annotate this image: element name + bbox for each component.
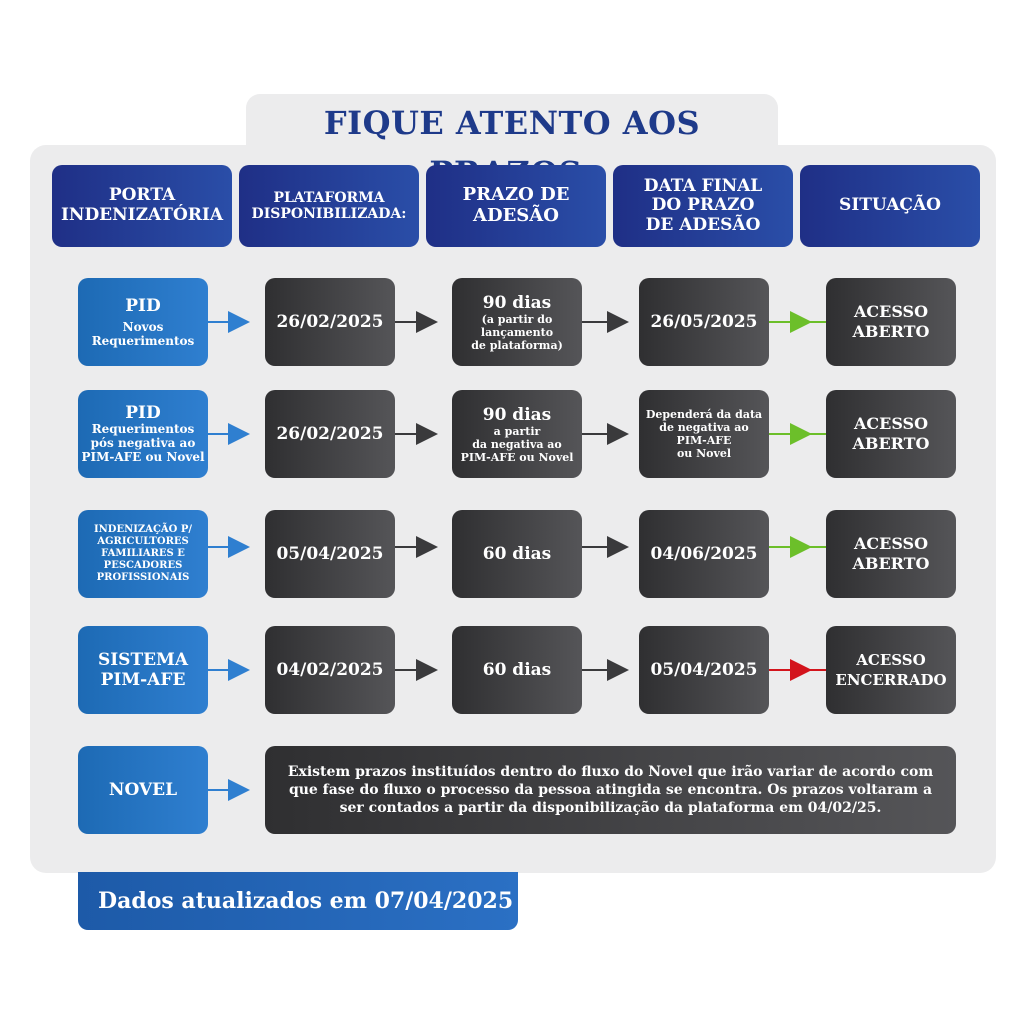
row-label-sistema-pim-afe: SISTEMA PIM-AFE (78, 626, 208, 714)
header-prazo-de-adesao: PRAZO DE ADESÃO (426, 165, 606, 247)
final-date: 26/05/2025 (639, 278, 769, 366)
arrow-right-icon (607, 536, 629, 558)
status-arrow-icon (790, 536, 812, 558)
arrow-right-icon (607, 423, 629, 445)
arrow-right-icon (607, 659, 629, 681)
arrow-right-icon (416, 423, 438, 445)
status-badge: ACESSO ABERTO (826, 390, 956, 478)
connector (395, 546, 425, 548)
status-arrow-icon (790, 659, 812, 681)
connector (582, 321, 612, 323)
status-badge: ACESSO ABERTO (826, 278, 956, 366)
connector (395, 669, 425, 671)
updated-date-banner: Dados atualizados em 07/04/2025 (78, 872, 518, 930)
connector (208, 669, 232, 671)
deadline-main: 90 dias (482, 292, 552, 313)
deadline-box: 60 dias (452, 626, 582, 714)
connector (208, 433, 232, 435)
row-label-main: PID (125, 403, 161, 423)
page-title: FIQUE ATENTO AOS PRAZOS: (323, 104, 701, 192)
deadline-note: (a partir do lançamento de plataforma) (471, 312, 563, 352)
deadline-main: 60 dias (482, 544, 552, 564)
connector (208, 546, 232, 548)
deadline-box: 90 dias a partir da negativa ao PIM-AFE … (452, 390, 582, 478)
arrow-right-icon (228, 536, 250, 558)
arrow-right-icon (228, 423, 250, 445)
deadline-box: 90 dias (a partir do lançamento de plata… (452, 278, 582, 366)
row-label-main: PID (125, 296, 161, 316)
arrow-right-icon (416, 311, 438, 333)
connector (582, 669, 612, 671)
connector (208, 321, 232, 323)
final-date: Dependerá da data de negativa ao PIM-AFE… (639, 390, 769, 478)
connector (582, 433, 612, 435)
header-situacao: SITUAÇÃO (800, 165, 980, 247)
row-label-pid-novos: PID Novos Requerimentos (78, 278, 208, 366)
arrow-right-icon (416, 659, 438, 681)
row-label-novel: NOVEL (78, 746, 208, 834)
header-plataforma-disponibilizada: PLATAFORMA DISPONIBILIZADA: (239, 165, 419, 247)
deadline-main: 60 dias (482, 660, 552, 680)
final-date: 04/06/2025 (639, 510, 769, 598)
connector (395, 433, 425, 435)
status-badge: ACESSO ENCERRADO (826, 626, 956, 714)
connector (582, 546, 612, 548)
row-label-pid-pos-negativa: PID Requerimentos pós negativa ao PIM-AF… (78, 390, 208, 478)
arrow-right-icon (228, 311, 250, 333)
row-label-main: NOVEL (108, 780, 178, 800)
deadline-main: 90 dias (482, 404, 552, 425)
status-badge: ACESSO ABERTO (826, 510, 956, 598)
arrow-right-icon (607, 311, 629, 333)
arrow-right-icon (228, 659, 250, 681)
row-label-main: SISTEMA PIM-AFE (97, 650, 189, 690)
arrow-right-icon (416, 536, 438, 558)
connector (208, 789, 232, 791)
arrow-right-icon (228, 779, 250, 801)
novel-info-box: Existem prazos instituídos dentro do flu… (265, 746, 956, 834)
row-label-agricultores: INDENIZAÇÃO P/ AGRICULTORES FAMILIARES E… (78, 510, 208, 598)
row-label-sub: Novos Requerimentos (91, 320, 195, 348)
platform-date: 26/02/2025 (265, 390, 395, 478)
row-label-sub: INDENIZAÇÃO P/ AGRICULTORES FAMILIARES E… (93, 524, 193, 583)
platform-date: 04/02/2025 (265, 626, 395, 714)
deadline-note: a partir da negativa ao PIM-AFE ou Novel (460, 424, 574, 464)
header-porta-indenizatoria: PORTA INDENIZATÓRIA (52, 165, 232, 247)
deadline-box: 60 dias (452, 510, 582, 598)
row-label-sub: Requerimentos pós negativa ao PIM-AFE ou… (81, 422, 205, 464)
status-arrow-icon (790, 423, 812, 445)
status-arrow-icon (790, 311, 812, 333)
header-data-final: DATA FINAL DO PRAZO DE ADESÃO (613, 165, 793, 247)
platform-date: 26/02/2025 (265, 278, 395, 366)
connector (395, 321, 425, 323)
final-date: 05/04/2025 (639, 626, 769, 714)
platform-date: 05/04/2025 (265, 510, 395, 598)
